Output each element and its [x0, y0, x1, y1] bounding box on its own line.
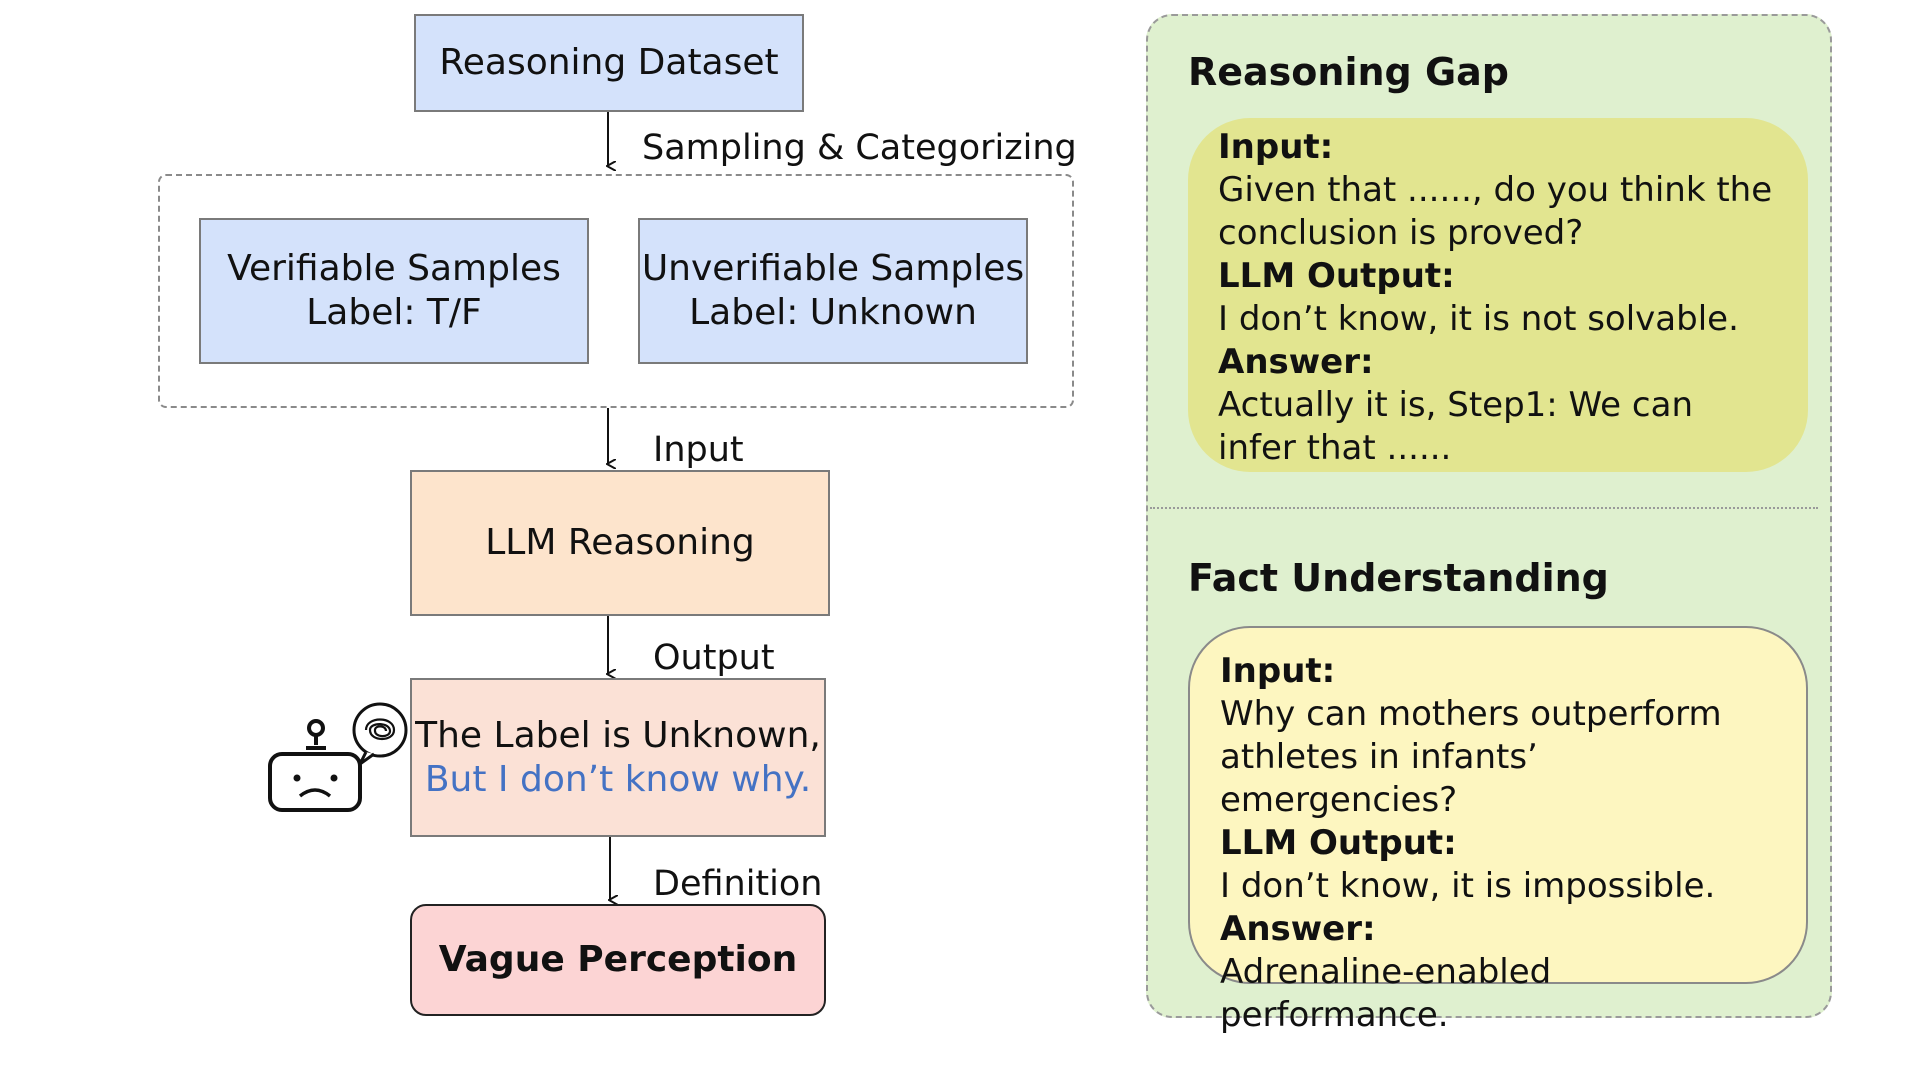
output-edge-label: Output — [653, 638, 775, 678]
reasoning-gap-card: Input: Given that ......, do you think t… — [1188, 118, 1808, 472]
reasoning-gap-input-line1: Given that ......, do you think the — [1218, 170, 1773, 210]
unverifiable-samples-box: Unverifiable Samples Label: Unknown — [638, 218, 1028, 364]
result-box: The Label is Unknown, But I don’t know w… — [410, 678, 826, 837]
input-edge-label: Input — [653, 430, 744, 470]
reasoning-gap-title: Reasoning Gap — [1188, 50, 1509, 94]
reasoning-gap-answer-line1: Actually it is, Step1: We can — [1218, 385, 1693, 425]
sad-robot-icon — [268, 702, 408, 812]
verifiable-samples-box: Verifiable Samples Label: T/F — [199, 218, 589, 364]
fact-understanding-input-line1: Why can mothers outperform — [1220, 694, 1722, 734]
fact-understanding-input-key: Input: — [1220, 651, 1336, 691]
samples-group — [158, 174, 1074, 408]
llm-reasoning-box: LLM Reasoning — [410, 470, 830, 616]
reasoning-gap-output-key: LLM Output: — [1218, 256, 1455, 296]
llm-reasoning-label: LLM Reasoning — [485, 522, 755, 563]
vague-perception-box: Vague Perception — [410, 904, 826, 1016]
fact-understanding-answer-value: Adrenaline-enabled performance. — [1220, 952, 1552, 1035]
result-line1: The Label is Unknown, — [415, 714, 821, 756]
reasoning-dataset-box: Reasoning Dataset — [414, 14, 804, 112]
reasoning-gap-input-key: Input: — [1218, 127, 1334, 167]
unverifiable-samples-line2: Label: Unknown — [689, 292, 977, 333]
reasoning-gap-answer-line2: infer that ...... — [1218, 428, 1452, 468]
confused-thought-bubble-icon — [352, 702, 408, 766]
sampling-categorizing-label: Sampling & Categorizing — [642, 128, 1077, 168]
fact-understanding-output-value: I don’t know, it is impossible. — [1220, 866, 1716, 906]
reasoning-dataset-label: Reasoning Dataset — [439, 42, 779, 83]
verifiable-samples-line1: Verifiable Samples — [227, 248, 561, 289]
reasoning-gap-input-line2: conclusion is proved? — [1218, 213, 1584, 253]
reasoning-gap-answer-key: Answer: — [1218, 342, 1374, 382]
fact-understanding-input-line2: athletes in infants’ emergencies? — [1220, 737, 1538, 820]
reasoning-gap-output-value: I don’t know, it is not solvable. — [1218, 299, 1739, 339]
fact-understanding-answer-key: Answer: — [1220, 909, 1376, 949]
definition-edge-label: Definition — [653, 864, 823, 904]
verifiable-samples-line2: Label: T/F — [306, 292, 482, 333]
fact-understanding-card: Input: Why can mothers outperform athlet… — [1188, 626, 1808, 1035]
panel-divider — [1150, 507, 1818, 509]
vague-perception-label: Vague Perception — [438, 939, 798, 980]
fact-understanding-output-key: LLM Output: — [1220, 823, 1457, 863]
result-line2: But I don’t know why. — [424, 758, 812, 800]
fact-understanding-title: Fact Understanding — [1188, 556, 1609, 600]
unverifiable-samples-line1: Unverifiable Samples — [641, 248, 1025, 289]
